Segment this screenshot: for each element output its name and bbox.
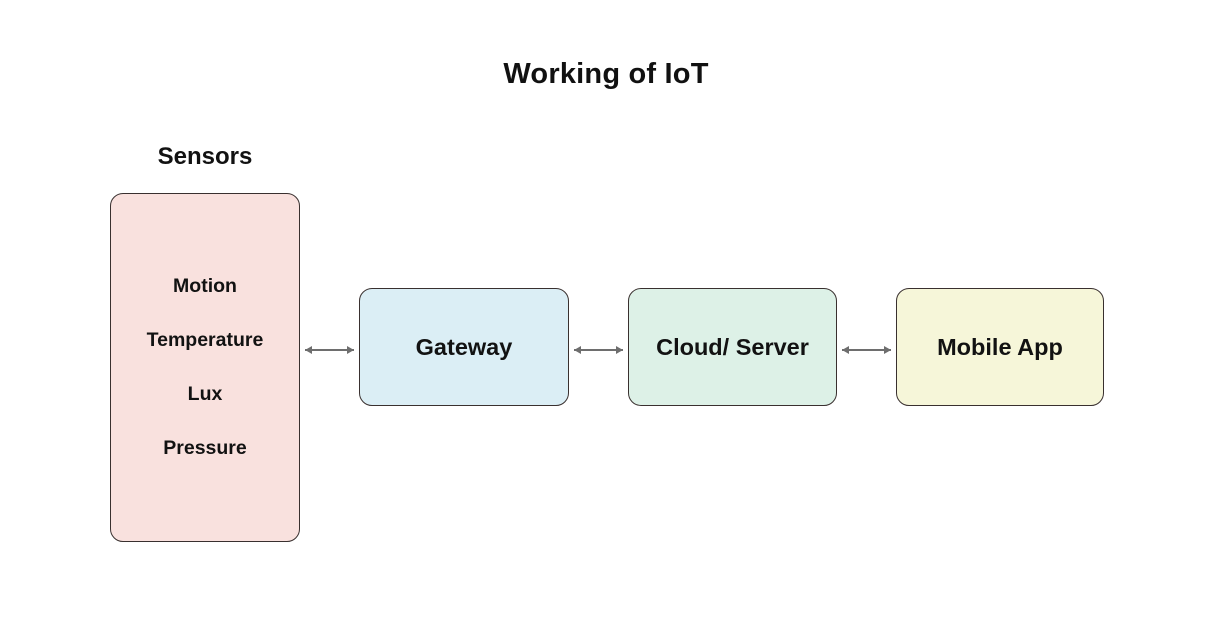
connector-sensors-to-gateway bbox=[297, 335, 362, 365]
bidirectional-arrow-icon bbox=[305, 346, 354, 354]
bidirectional-arrow-icon bbox=[842, 346, 891, 354]
node-mobile-app[interactable]: Mobile App bbox=[896, 288, 1104, 406]
bidirectional-arrow-icon bbox=[574, 346, 623, 354]
page-title: Working of IoT bbox=[503, 58, 709, 90]
node-cloud-server[interactable]: Cloud/ Server bbox=[628, 288, 837, 406]
sensors-group-label: Sensors bbox=[157, 143, 253, 170]
sensor-item-pressure: Pressure bbox=[163, 437, 247, 459]
sensor-item-motion: Motion bbox=[173, 275, 237, 297]
connector-gateway-to-cloud bbox=[566, 335, 631, 365]
sensors-box[interactable]: Motion Temperature Lux Pressure bbox=[110, 193, 300, 542]
sensor-item-lux: Lux bbox=[187, 383, 223, 405]
node-gateway[interactable]: Gateway bbox=[359, 288, 569, 406]
connector-cloud-to-mobile bbox=[834, 335, 899, 365]
sensor-item-temperature: Temperature bbox=[146, 329, 264, 351]
